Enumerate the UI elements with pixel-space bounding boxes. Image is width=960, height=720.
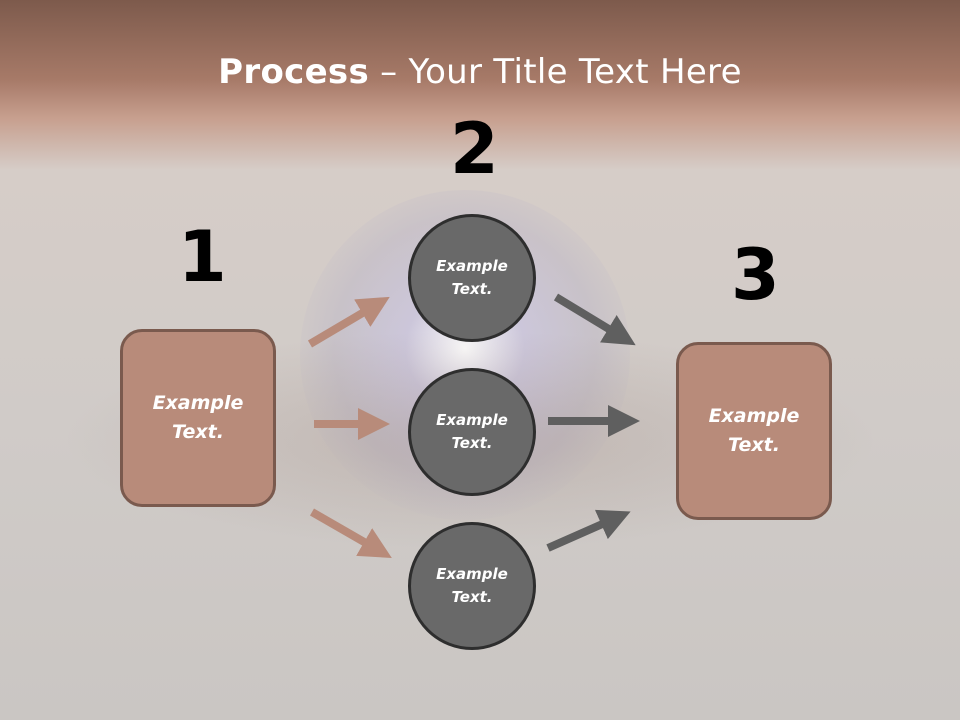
circle-bottom[interactable]: Example Text.: [408, 522, 536, 650]
circle-middle-label: Example Text.: [436, 411, 508, 452]
step-box-1-label: Example Text.: [152, 392, 244, 443]
title-rest: – Your Title Text Here: [369, 52, 742, 92]
circle-bottom-label: Example Text.: [436, 565, 508, 606]
circle-top-label: Example Text.: [436, 257, 508, 298]
step-number-1: 1: [178, 216, 227, 298]
step-number-3: 3: [731, 234, 780, 316]
slide-title: Process – Your Title Text Here: [0, 52, 960, 92]
step-box-3-label: Example Text.: [708, 405, 800, 456]
step-box-3[interactable]: Example Text.: [676, 342, 832, 520]
title-bold: Process: [218, 52, 370, 92]
step-number-2: 2: [450, 108, 499, 190]
circle-top[interactable]: Example Text.: [408, 214, 536, 342]
circle-middle[interactable]: Example Text.: [408, 368, 536, 496]
step-box-1[interactable]: Example Text.: [120, 329, 276, 507]
